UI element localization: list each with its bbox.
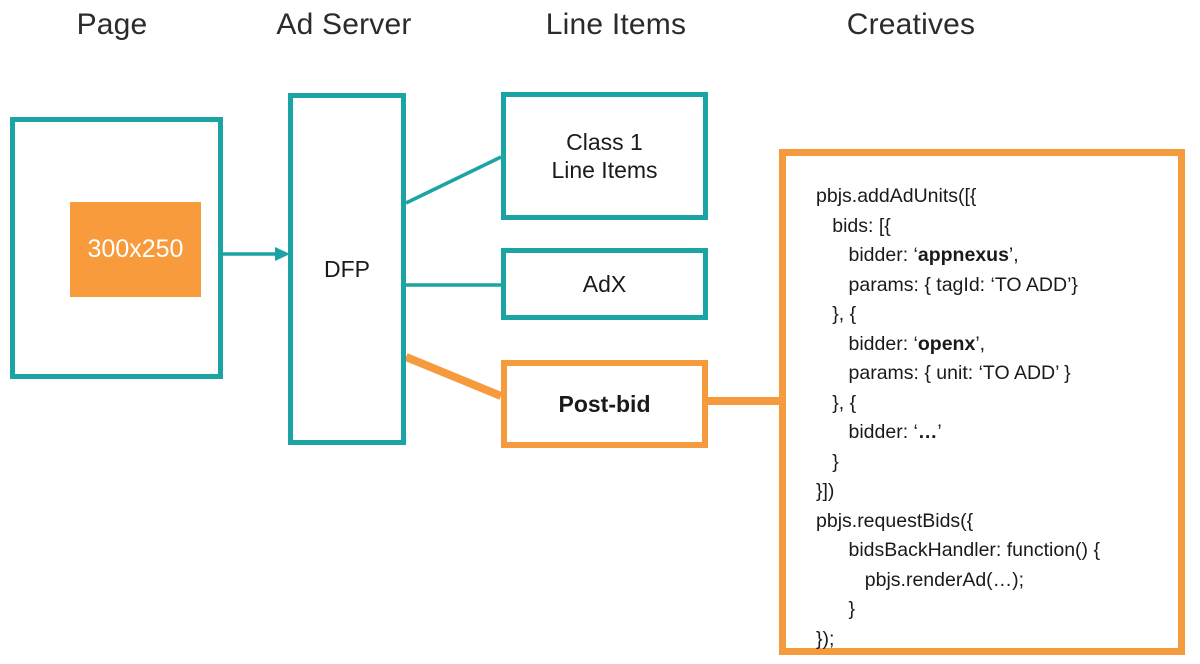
column-heading-ad-server: Ad Server [276, 8, 412, 41]
code-line: pbjs.renderAd(…); [816, 568, 1025, 591]
code-line: params: { unit: ‘TO ADD’ } [816, 362, 1071, 384]
code-line: pbjs.addAdUnits([{ [816, 185, 977, 207]
ad-server-dfp-label: DFP [324, 255, 370, 282]
ad-slot-label: 300x250 [87, 235, 184, 263]
column-heading-line-items: Line Items [545, 8, 687, 41]
ad-server-dfp-box[interactable]: DFP [288, 93, 406, 445]
line-item-postbid-box[interactable]: Post-bid [501, 360, 708, 448]
column-heading-creatives: Creatives [846, 8, 976, 41]
code-line: bids: [{ [816, 214, 891, 237]
code-line: bidder: ‘openx’, [816, 332, 986, 355]
prebid-code-snippet: pbjs.addAdUnits([{ bids: [{ bidder: ‘app… [816, 182, 1100, 654]
code-line: bidsBackHandler: function() { [816, 539, 1100, 561]
column-heading-page: Page [76, 8, 148, 41]
line-item-adx-box[interactable]: AdX [501, 248, 708, 320]
code-line: }, { [816, 391, 857, 414]
code-line: }, { [816, 303, 857, 325]
code-line: bidder: ‘…’ [816, 421, 942, 443]
line-item-postbid-label: Post-bid [558, 390, 651, 417]
code-line: }]) [816, 480, 835, 502]
line-item-class1-box[interactable]: Class 1 Line Items [501, 92, 708, 220]
code-line: }); [816, 627, 835, 650]
code-line: } [816, 598, 856, 620]
line-item-class1-label: Class 1 Line Items [551, 128, 658, 183]
creatives-code-panel[interactable]: pbjs.addAdUnits([{ bids: [{ bidder: ‘app… [779, 149, 1185, 655]
connector-dfp-to-postbid [404, 353, 503, 400]
code-line: } [816, 450, 839, 473]
code-line: params: { tagId: ‘TO ADD’} [816, 273, 1078, 296]
connector-dfp-to-class1 [405, 155, 502, 205]
ad-slot-300x250[interactable]: 300x250 [70, 202, 201, 297]
code-line: pbjs.requestBids({ [816, 509, 974, 532]
code-line: bidder: ‘appnexus’, [816, 244, 1019, 266]
line-item-adx-label: AdX [582, 270, 627, 297]
